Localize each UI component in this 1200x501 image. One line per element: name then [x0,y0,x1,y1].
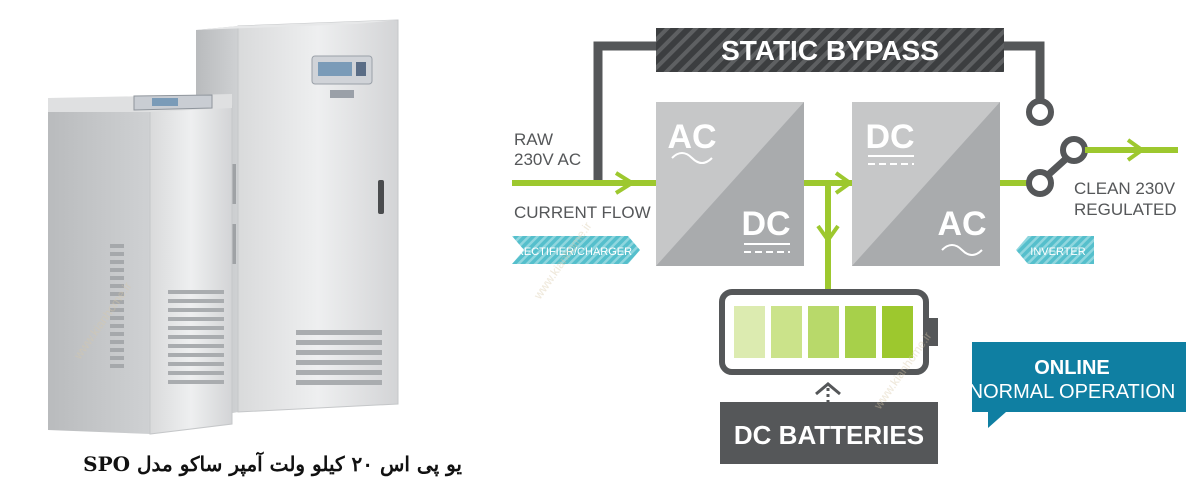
battery-cell [808,306,839,358]
regulated-label: REGULATED [1074,200,1177,219]
tall-lcd-screen [318,62,352,76]
bypass-line-right [1000,46,1040,100]
rectifier-block: AC DC [656,102,804,266]
inverter-dc-label: DC [865,118,914,156]
inverter-tag: INVERTER [1016,236,1094,264]
normal-operation-label: NORMAL OPERATION [969,381,1176,403]
tall-brand-badge [330,90,354,98]
rectifier-ac-label: AC [667,118,716,156]
caption-text: یو پی اس ۲۰ کیلو ولت آمپر ساکو مدل [137,452,462,476]
inverter-block: DC AC [852,102,1000,266]
dc-batteries-box: DC BATTERIES [720,402,938,464]
inverter-ac-label: AC [937,205,986,243]
battery-cell [771,306,802,358]
tall-door-handle [378,180,384,214]
raw-label: RAW [514,130,553,149]
raw-voltage-label: 230V AC [514,150,581,169]
caption-model: SPO [83,452,130,476]
short-ups-cabinet [48,94,232,434]
battery-cells [734,306,913,358]
bypass-contact-icon [1029,101,1051,123]
inverter-tag-label: INVERTER [1030,246,1085,258]
short-lcd-screen [152,98,178,106]
online-label: ONLINE [1034,357,1110,379]
ups-product-photo [48,20,398,434]
battery-cell [734,306,765,358]
dc-batteries-label: DC BATTERIES [734,420,924,450]
output-contact-icon [1063,139,1085,161]
static-bypass-label: STATIC BYPASS [721,35,939,66]
bypass-line-left [598,46,660,183]
rectifier-dc-label: DC [741,205,790,243]
product-caption: یو پی اس ۲۰ کیلو ولت آمپر ساکو مدل SPO [36,452,462,476]
clean-voltage-label: CLEAN 230V [1074,179,1176,198]
static-bypass-banner: STATIC BYPASS [656,28,1004,72]
inverter-contact-icon [1029,172,1051,194]
battery-cell [845,306,876,358]
online-ups-diagram: STATIC BYPASS AC DC DC AC [512,28,1186,464]
online-status-box: ONLINE NORMAL OPERATION [969,342,1186,428]
